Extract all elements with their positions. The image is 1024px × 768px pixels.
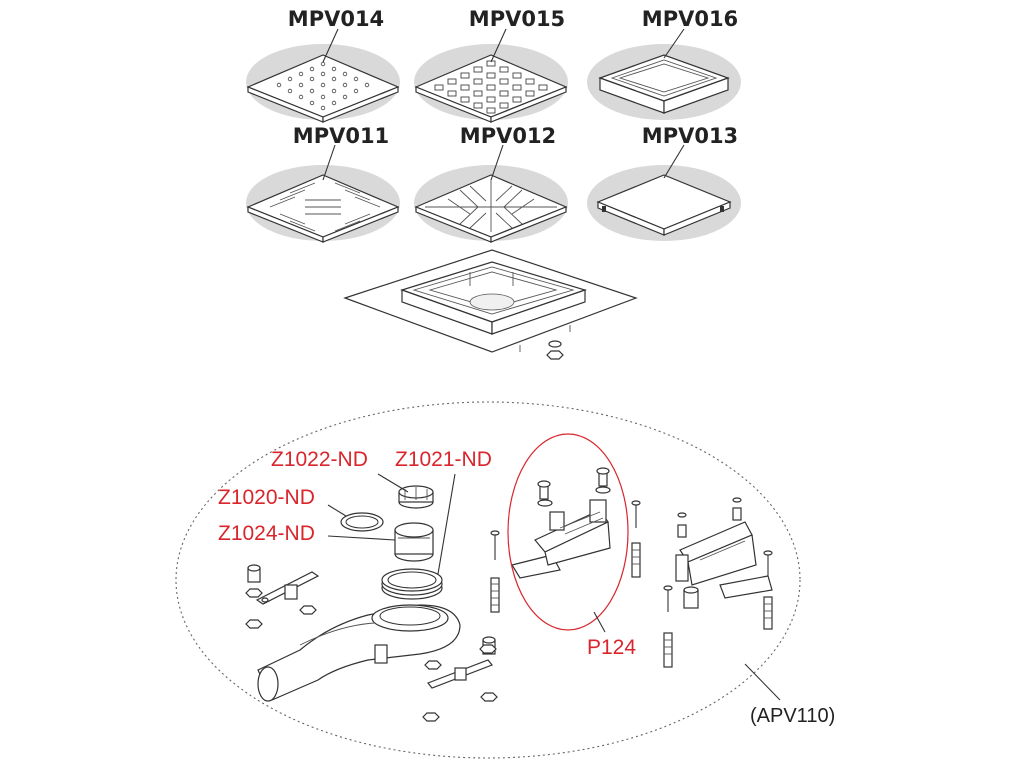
grate-mpv012: MPV012 [414,124,568,243]
nut-2 [245,619,263,629]
grate-mpv016: MPV016 [587,7,741,120]
nut-6 [422,712,440,722]
screw-2 [631,500,641,528]
nut-1 [245,588,263,598]
wall-plug-4 [763,596,773,630]
grate-label-mpv013: MPV013 [642,124,738,148]
callout-z1020: Z1020-ND [218,486,347,517]
grate-label-mpv011: MPV011 [293,124,389,148]
callout-z1021: Z1021-ND [395,448,492,575]
part-label-z1020: Z1020-ND [218,486,315,509]
grate-label-mpv015: MPV015 [469,7,565,31]
grate-label-mpv016: MPV016 [642,7,738,31]
spacer-1 [247,564,261,583]
wall-plug-2 [631,542,641,578]
nut-7 [479,644,497,654]
wall-plug-1 [490,577,500,613]
wall-plug-3 [663,632,673,668]
grid-holes-pattern [434,60,548,114]
diagonal-slots-pattern [425,180,557,232]
callout-p124: P124 [587,611,636,659]
grate-mpv014: MPV014 [246,7,400,123]
kit-label-apv110: (APV110) [750,705,835,727]
grate-label-mpv012: MPV012 [460,124,556,148]
p124-bracket-assembly [511,467,611,579]
kit-boundary [175,401,801,759]
grate-mpv015: MPV015 [414,7,568,123]
drain-body-plate [343,249,638,360]
grate-label-mpv014: MPV014 [288,7,384,31]
grate-mpv011: MPV011 [246,124,400,243]
small-holes-pattern [276,61,370,111]
part-label-z1021: Z1021-ND [395,448,492,471]
z1022-cap-part [398,485,434,509]
slots-pattern [269,182,381,232]
screw-4 [763,550,773,576]
bracket-right-small [427,659,493,689]
z1020-ring-part [340,512,384,532]
mounted-bracket-assembly [675,497,773,609]
nut-5 [480,692,498,702]
nut-3 [299,605,317,615]
nut-washer [546,340,564,360]
callout-apv110: (APV110) [744,663,835,727]
callout-z1024: Z1024-ND [218,522,396,545]
screw-3 [663,585,673,612]
part-label-p124: P124 [587,636,636,659]
z1024-sleeve-part [394,522,434,562]
grate-mpv013: MPV013 [587,124,741,241]
drain-trap-body [257,604,461,702]
callout-z1022: Z1022-ND [271,448,409,493]
part-label-z1022: Z1022-ND [271,448,368,471]
z1021-seal-part [381,568,443,600]
bracket-left [255,571,320,605]
part-label-z1024: Z1024-ND [218,522,315,545]
screw-1 [490,530,500,560]
p124-highlight-ellipse [507,433,629,631]
nut-4 [424,660,442,670]
